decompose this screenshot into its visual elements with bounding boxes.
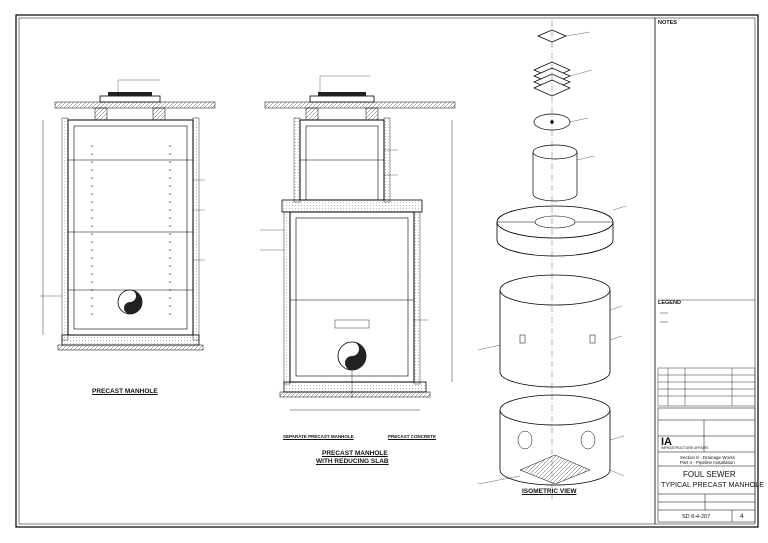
legend-symbols: [658, 299, 755, 323]
section-line1: Section 8 - Drainage Works: [680, 455, 735, 460]
title-block-frame: [657, 407, 756, 523]
separate-precast-label: SEPARATE PRECAST MANHOLE: [283, 434, 354, 439]
org-line: INFRASTRUCTURE AFFAIRS: [661, 446, 709, 450]
org-short: IA: [661, 436, 672, 448]
reducing-slab-section: [260, 75, 456, 411]
notes-heading: NOTES: [658, 20, 677, 26]
precast-concrete-label: PRECAST CONCRETE: [388, 434, 437, 439]
revision-table: [657, 367, 756, 407]
drawing-title-line2: TYPICAL PRECAST MANHOLE: [661, 480, 765, 489]
precast-manhole-title: PRECAST MANHOLE: [92, 388, 158, 395]
reducing-slab-title-line1: PRECAST MANHOLE: [322, 450, 388, 457]
precast-manhole-section: [40, 79, 216, 351]
section-line2: Part 4 - Pipeline Installation: [680, 460, 735, 465]
drawing-number: SD 8-4-207: [682, 514, 711, 520]
drawing-title-line1: FOUL SEWER: [683, 470, 736, 479]
reducing-slab-title-line2: WITH REDUCING SLAB: [316, 458, 389, 465]
isometric-view: [477, 20, 627, 500]
legend-heading: LEGEND: [658, 300, 681, 306]
sheet-number: 4: [740, 513, 744, 520]
isometric-view-title: ISOMETRIC VIEW: [522, 488, 577, 495]
